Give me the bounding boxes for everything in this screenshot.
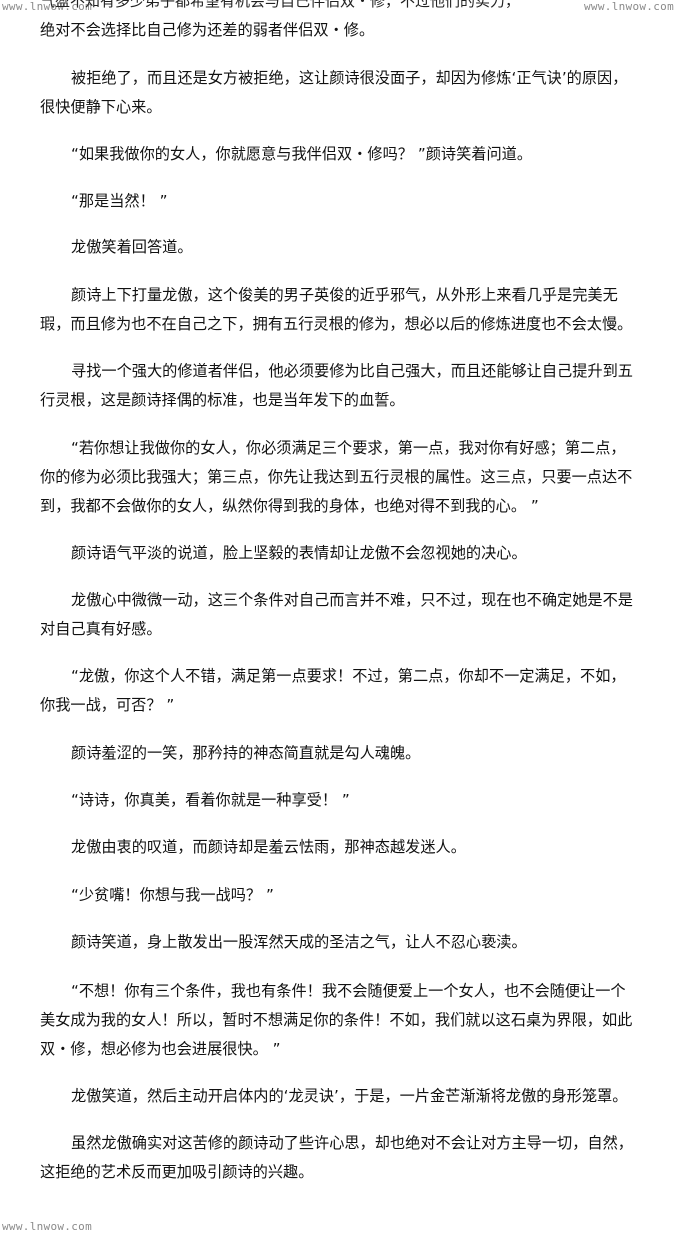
paragraph-11: “龙傲，你这个人不错，满足第一点要求！不过，第二点，你却不一定满足，不如，你我一… bbox=[40, 667, 626, 714]
paragraph-7: 寻找一个强大的修道者伴侣，他必须要修为比自己强大，而且还能够让自己提升到五行灵根… bbox=[40, 362, 633, 409]
paragraph-15: “少贫嘴！你想与我一战吗？ ” bbox=[71, 886, 274, 904]
paragraph-13: “诗诗，你真美，看着你就是一种享受！ ” bbox=[71, 791, 350, 809]
paragraph-14: 龙傲由衷的叹道，而颜诗却是羞云怯雨，那神态越发迷人。 bbox=[71, 838, 466, 856]
paragraph-4: “那是当然！ ” bbox=[71, 192, 168, 210]
top-fragment-line: 气盈不知有多少弟子都希望有机会与自己伴侣双・修，不过他们的实力， bbox=[40, 0, 521, 10]
paragraph-18: 龙傲笑道，然后主动开启体内的‘龙灵诀’，于是，一片金芒渐渐将龙傲的身形笼罩。 bbox=[71, 1087, 628, 1105]
paragraph-12: 颜诗羞涩的一笑，那矜持的神态简直就是勾人魂魄。 bbox=[71, 744, 421, 762]
watermark-top-left: www.lnwow.com bbox=[2, 0, 92, 13]
paragraph-17: “不想！你有三个条件，我也有条件！我不会随便爱上一个女人，也不会随便让一个美女成… bbox=[40, 982, 633, 1058]
paragraph-8: “若你想让我做你的女人，你必须满足三个要求，第一点，我对你有好感；第二点，你的修… bbox=[40, 439, 633, 515]
paragraph-10: 龙傲心中微微一动，这三个条件对自己而言并不难，只不过，现在也不确定她是不是对自己… bbox=[40, 591, 633, 638]
paragraph-3: “如果我做你的女人，你就愿意与我伴侣双・修吗？ ”颜诗笑着问道。 bbox=[71, 145, 533, 163]
paragraph-9: 颜诗语气平淡的说道，脸上坚毅的表情却让龙傲不会忽视她的决心。 bbox=[71, 544, 527, 562]
paragraph-19: 虽然龙傲确实对这苦修的颜诗动了些许心思，却也绝对不会让对方主导一切，自然，这拒绝… bbox=[40, 1134, 633, 1181]
watermark-top-right: www.lnwow.com bbox=[584, 0, 674, 13]
paragraph-6: 颜诗上下打量龙傲，这个俊美的男子英俊的近乎邪气，从外形上来看几乎是完美无瑕，而且… bbox=[40, 286, 633, 333]
paragraph-2: 被拒绝了，而且还是女方被拒绝，这让颜诗很没面子，却因为修炼‘正气诀’的原因，很快… bbox=[40, 69, 628, 116]
watermark-bottom-left: www.lnwow.com bbox=[2, 1220, 92, 1233]
paragraph-16: 颜诗笑道，身上散发出一股浑然天成的圣洁之气，让人不忍心亵渎。 bbox=[71, 933, 527, 951]
paragraph-5: 龙傲笑着回答道。 bbox=[71, 238, 193, 256]
paragraph-1: 绝对不会选择比自己修为还差的弱者伴侣双・修。 bbox=[40, 21, 375, 39]
